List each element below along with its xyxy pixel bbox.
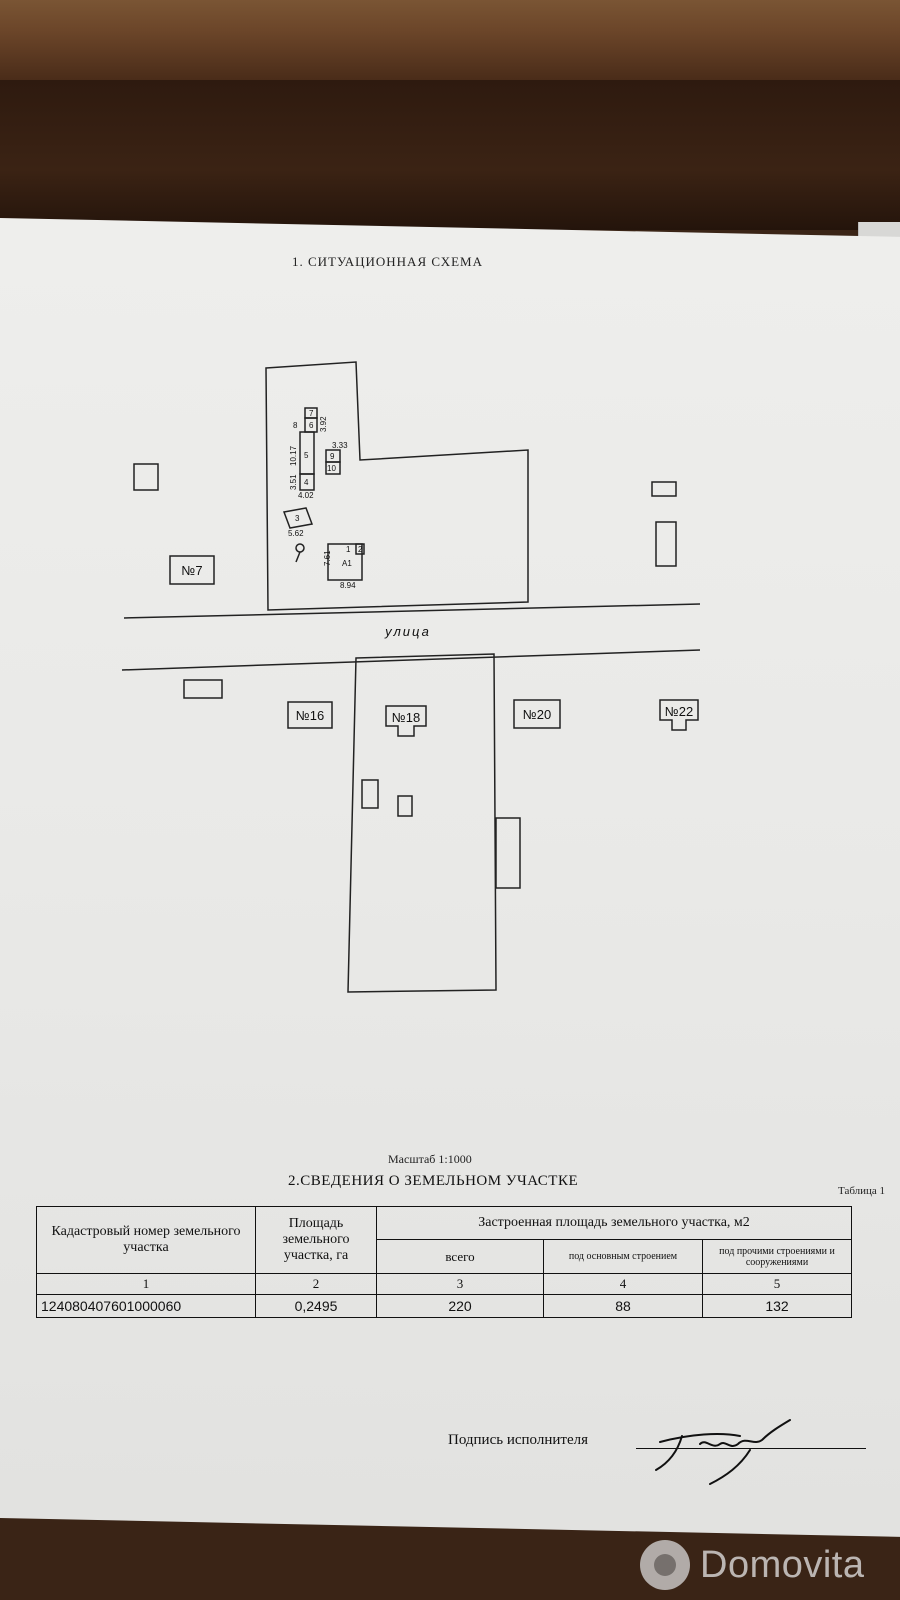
header-plot-area: Площадь земельного участка, га <box>255 1206 377 1274</box>
header-built-area: Застроенная площадь земельного участка, … <box>376 1206 852 1240</box>
main-building-area-value: 88 <box>543 1294 703 1318</box>
well-symbol <box>295 543 305 553</box>
other-buildings-area-value: 132 <box>702 1294 852 1318</box>
header-other-buildings: под прочими строениями и сооружениями <box>702 1239 852 1274</box>
dimension-label-8-94: 8.94 <box>340 581 356 590</box>
house-18-outline <box>385 705 427 737</box>
map-scale: Масштаб 1:1000 <box>388 1152 472 1166</box>
opposite-land-plot <box>347 653 497 993</box>
wooden-table-background <box>0 80 900 230</box>
building-2 <box>355 543 365 555</box>
column-number-1: 1 <box>36 1273 256 1295</box>
column-number-4: 4 <box>543 1273 703 1295</box>
cadastral-number-value: 124080407601000060 <box>36 1294 256 1318</box>
shed-south-west <box>183 679 223 699</box>
house-22-outline <box>659 699 699 731</box>
dimension-label-4-02: 4.02 <box>298 491 314 500</box>
house-label-22: №22 <box>665 704 693 719</box>
building-label-4: 4 <box>304 478 309 487</box>
land-plot-outline <box>265 361 529 611</box>
dimension-label-3-33: 3.33 <box>332 441 348 450</box>
building-label-3: 3 <box>295 514 300 523</box>
building-label-9: 9 <box>330 452 335 461</box>
house-16-outline <box>287 701 333 729</box>
house-label-18: №18 <box>392 710 420 725</box>
section-1-title: 1. СИТУАЦИОННАЯ СХЕМА <box>292 254 483 269</box>
main-building-a1 <box>327 543 363 581</box>
table-number-label: Таблица 1 <box>838 1185 886 1197</box>
built-total-value: 220 <box>376 1294 544 1318</box>
house-label-20: №20 <box>523 707 551 722</box>
house-7-outline <box>169 555 215 585</box>
street-line-top <box>123 603 701 619</box>
building-label-1: 1 <box>346 545 351 554</box>
building-10 <box>325 461 341 475</box>
signature-label: Подпись исполнителя <box>448 1432 588 1448</box>
column-number-3: 3 <box>376 1273 544 1295</box>
header-cadastral-number: Кадастровый номер земельного участка <box>36 1206 256 1274</box>
shed-west <box>133 463 159 491</box>
building-4 <box>299 473 315 491</box>
dimension-label-7-61: 7.61 <box>323 550 332 566</box>
wooden-table-top <box>0 0 900 80</box>
column-number-2: 2 <box>255 1273 377 1295</box>
handwritten-signature <box>655 1419 791 1485</box>
domovita-watermark: Domovita <box>640 1540 865 1590</box>
signature-line <box>636 1448 866 1449</box>
section-2-title: 2.СВЕДЕНИЯ О ЗЕМЕЛЬНОМ УЧАСТКЕ <box>288 1173 579 1189</box>
house-label-7: №7 <box>181 563 202 578</box>
building-label-8: 8 <box>293 421 298 430</box>
domovita-logo-icon <box>640 1540 690 1590</box>
building-label-2: 2 <box>358 545 363 554</box>
building-label-5: 5 <box>304 451 309 460</box>
plot-area-value: 0,2495 <box>255 1294 377 1318</box>
street-line-bottom <box>121 649 701 671</box>
street-label: улица <box>384 624 431 639</box>
building-3 <box>282 507 314 529</box>
shed-east-long <box>655 521 677 567</box>
building-label-7: 7 <box>309 409 314 418</box>
shed-south-3 <box>495 817 521 889</box>
land-plot-table: Кадастровый номер земельного участка Пло… <box>36 1206 852 1318</box>
dimension-label-3-51: 3.51 <box>289 474 298 490</box>
dimension-label-5-62: 5.62 <box>288 529 304 538</box>
shed-south-2 <box>397 795 413 817</box>
watermark-text: Domovita <box>700 1543 865 1586</box>
dimension-label-3-92: 3.92 <box>319 416 328 432</box>
header-built-total: всего <box>376 1239 544 1274</box>
house-20-outline <box>513 699 561 729</box>
building-label-10: 10 <box>327 464 336 473</box>
column-number-5: 5 <box>702 1273 852 1295</box>
house-label-16: №16 <box>296 708 324 723</box>
dimension-label-10-17: 10.17 <box>289 445 298 466</box>
building-label-a1: А1 <box>342 559 352 568</box>
building-label-6: 6 <box>309 421 314 430</box>
shed-south-1 <box>361 779 379 809</box>
shed-east-small <box>651 481 677 497</box>
header-main-building: под основным строением <box>543 1239 703 1274</box>
